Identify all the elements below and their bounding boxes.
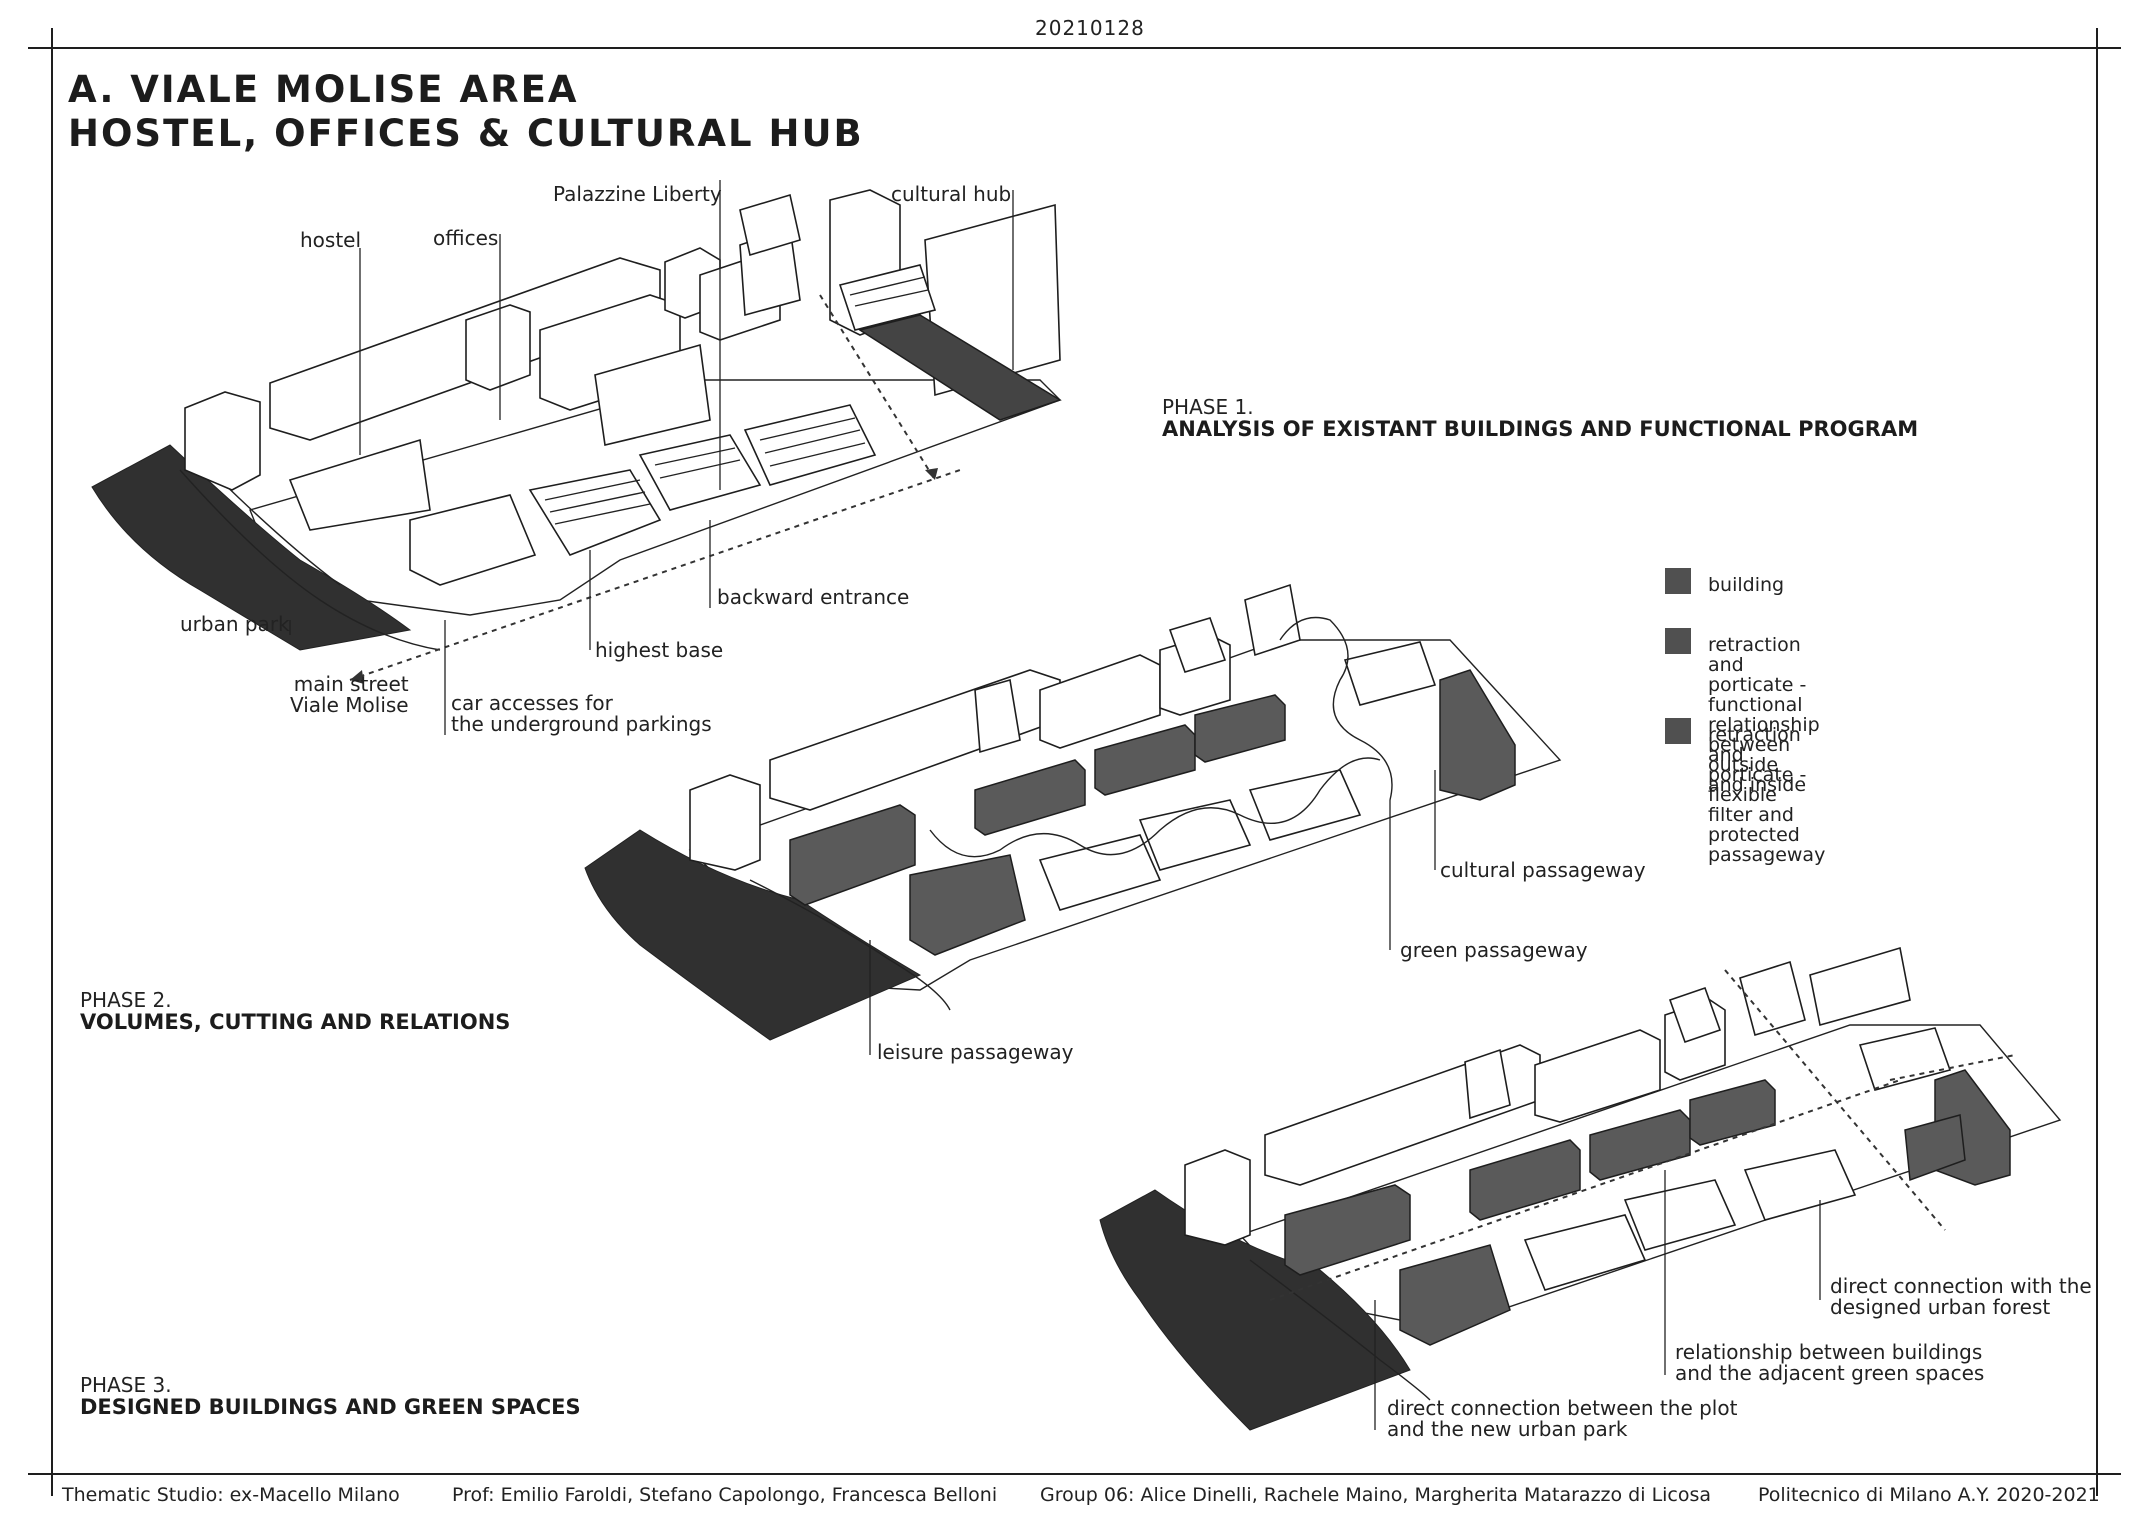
phase3-title: DESIGNED BUILDINGS AND GREEN SPACES [80, 1396, 581, 1419]
label-cultural-passageway: cultural passageway [1440, 860, 1646, 881]
phase3-number: PHASE 3. [80, 1375, 581, 1396]
page-title: A. VIALE MOLISE AREA HOSTEL, OFFICES & C… [68, 68, 864, 157]
legend-label: building [1708, 576, 1784, 596]
title-line-2: HOSTEL, OFFICES & CULTURAL HUB [68, 112, 864, 156]
legend-swatch [1665, 568, 1691, 594]
label-buildings-relationship: relationship between buildings and the a… [1675, 1342, 1984, 1384]
label-main-street: main street Viale Molise [290, 674, 409, 716]
phase3-heading: PHASE 3. DESIGNED BUILDINGS AND GREEN SP… [80, 1375, 581, 1419]
label-park-connection: direct connection between the plot and t… [1387, 1398, 1737, 1440]
phase1-drawing [92, 180, 1060, 735]
label-car-accesses: car accesses for the underground parking… [451, 693, 712, 735]
footer-professors: Prof: Emilio Faroldi, Stefano Capolongo,… [452, 1484, 997, 1506]
label-forest-connection: direct connection with the designed urba… [1830, 1276, 2092, 1318]
label-highest-base: highest base [595, 640, 723, 661]
phase1-number: PHASE 1. [1162, 397, 1918, 418]
phase2-drawing [585, 585, 1560, 1055]
phase2-heading: PHASE 2. VOLUMES, CUTTING AND RELATIONS [80, 990, 510, 1034]
label-green-passageway: green passageway [1400, 940, 1588, 961]
footer-school: Politecnico di Milano A.Y. 2020-2021 [1758, 1484, 2100, 1506]
title-line-1: A. VIALE MOLISE AREA [68, 68, 864, 112]
legend-label: retraction and porticate - flexible filt… [1708, 726, 1825, 866]
label-hostel: hostel [300, 230, 361, 251]
footer-group: Group 06: Alice Dinelli, Rachele Maino, … [1040, 1484, 1711, 1506]
label-offices: offices [433, 228, 498, 249]
label-leisure-passageway: leisure passageway [877, 1042, 1073, 1063]
label-backward-entrance: backward entrance [717, 587, 909, 608]
footer-studio: Thematic Studio: ex-Macello Milano [62, 1484, 400, 1506]
label-urban-park: urban park [180, 614, 290, 635]
phase1-heading: PHASE 1. ANALYSIS OF EXISTANT BUILDINGS … [1162, 397, 1918, 441]
label-cultural-hub: cultural hub [891, 184, 1011, 205]
phase2-title: VOLUMES, CUTTING AND RELATIONS [80, 1011, 510, 1034]
phase1-title: ANALYSIS OF EXISTANT BUILDINGS AND FUNCT… [1162, 418, 1918, 441]
legend-swatch [1665, 628, 1691, 654]
sheet-date: 20210128 [1035, 16, 1145, 40]
phase2-number: PHASE 2. [80, 990, 510, 1011]
legend-swatch [1665, 718, 1691, 744]
label-palazzine-liberty: Palazzine Liberty [553, 184, 722, 205]
